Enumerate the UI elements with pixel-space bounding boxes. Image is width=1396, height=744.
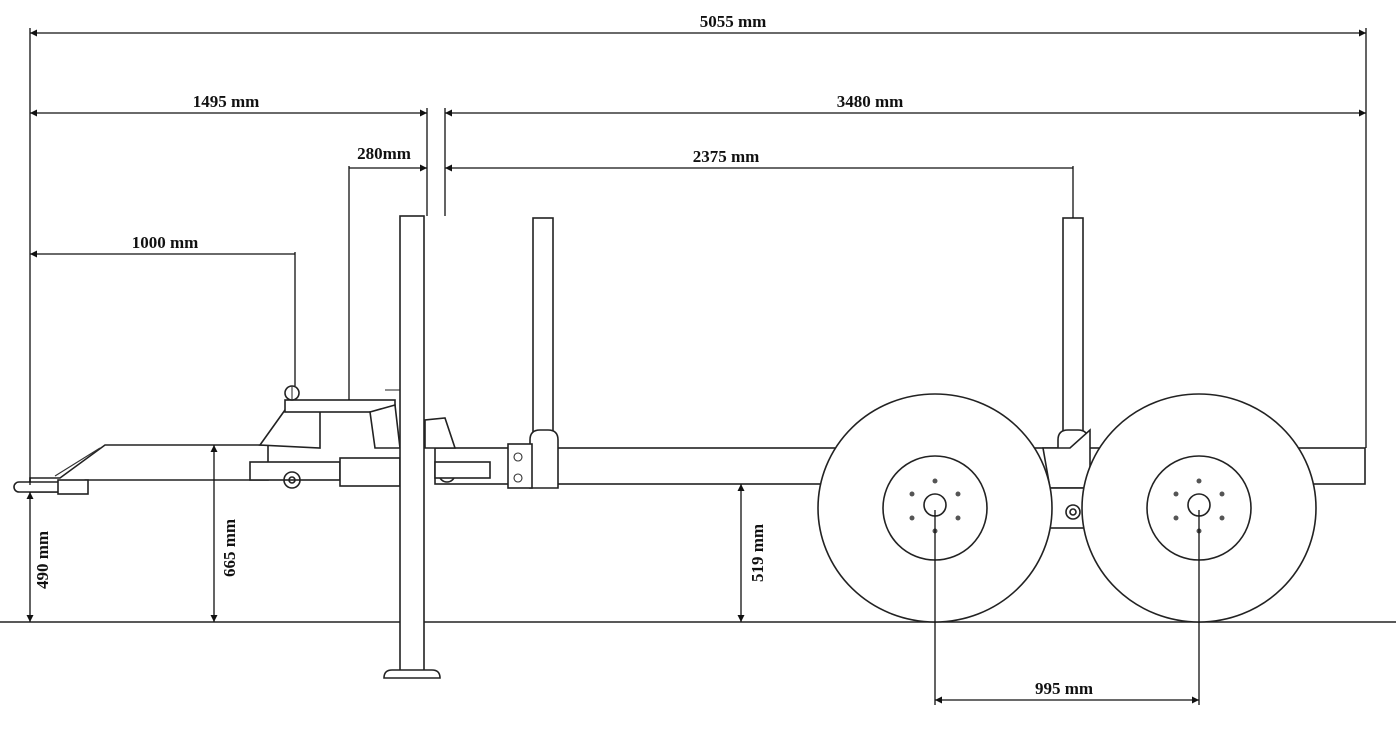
trailer-body xyxy=(13,215,1366,679)
post-brace xyxy=(424,417,457,449)
hitch-eye xyxy=(13,481,65,493)
middle-stanchion xyxy=(532,217,554,449)
post-foot xyxy=(383,669,441,679)
dimension-lines xyxy=(26,29,1366,704)
label-stanchion-offset: 280mm xyxy=(357,144,411,163)
label-overall-length: 5055 mm xyxy=(700,12,767,31)
front-post xyxy=(399,215,425,672)
label-front-to-stanchion: 1495 mm xyxy=(193,92,260,111)
label-stanchion-to-rear: 3480 mm xyxy=(837,92,904,111)
middle-stanchion-bracket xyxy=(529,429,559,489)
label-axle-spacing: 995 mm xyxy=(1035,679,1093,698)
clamp-plate xyxy=(507,443,533,489)
label-stanchion-spacing: 2375 mm xyxy=(693,147,760,166)
dimension-labels: 5055 mm 1495 mm 3480 mm 280mm 2375 mm 10… xyxy=(33,12,1093,698)
label-front-to-jack-mount: 1000 mm xyxy=(132,233,199,252)
label-drawbar-height: 665 mm xyxy=(220,519,239,577)
label-hitch-height: 490 mm xyxy=(33,531,52,589)
label-frame-height: 519 mm xyxy=(748,524,767,582)
rear-wheel xyxy=(1081,393,1317,623)
